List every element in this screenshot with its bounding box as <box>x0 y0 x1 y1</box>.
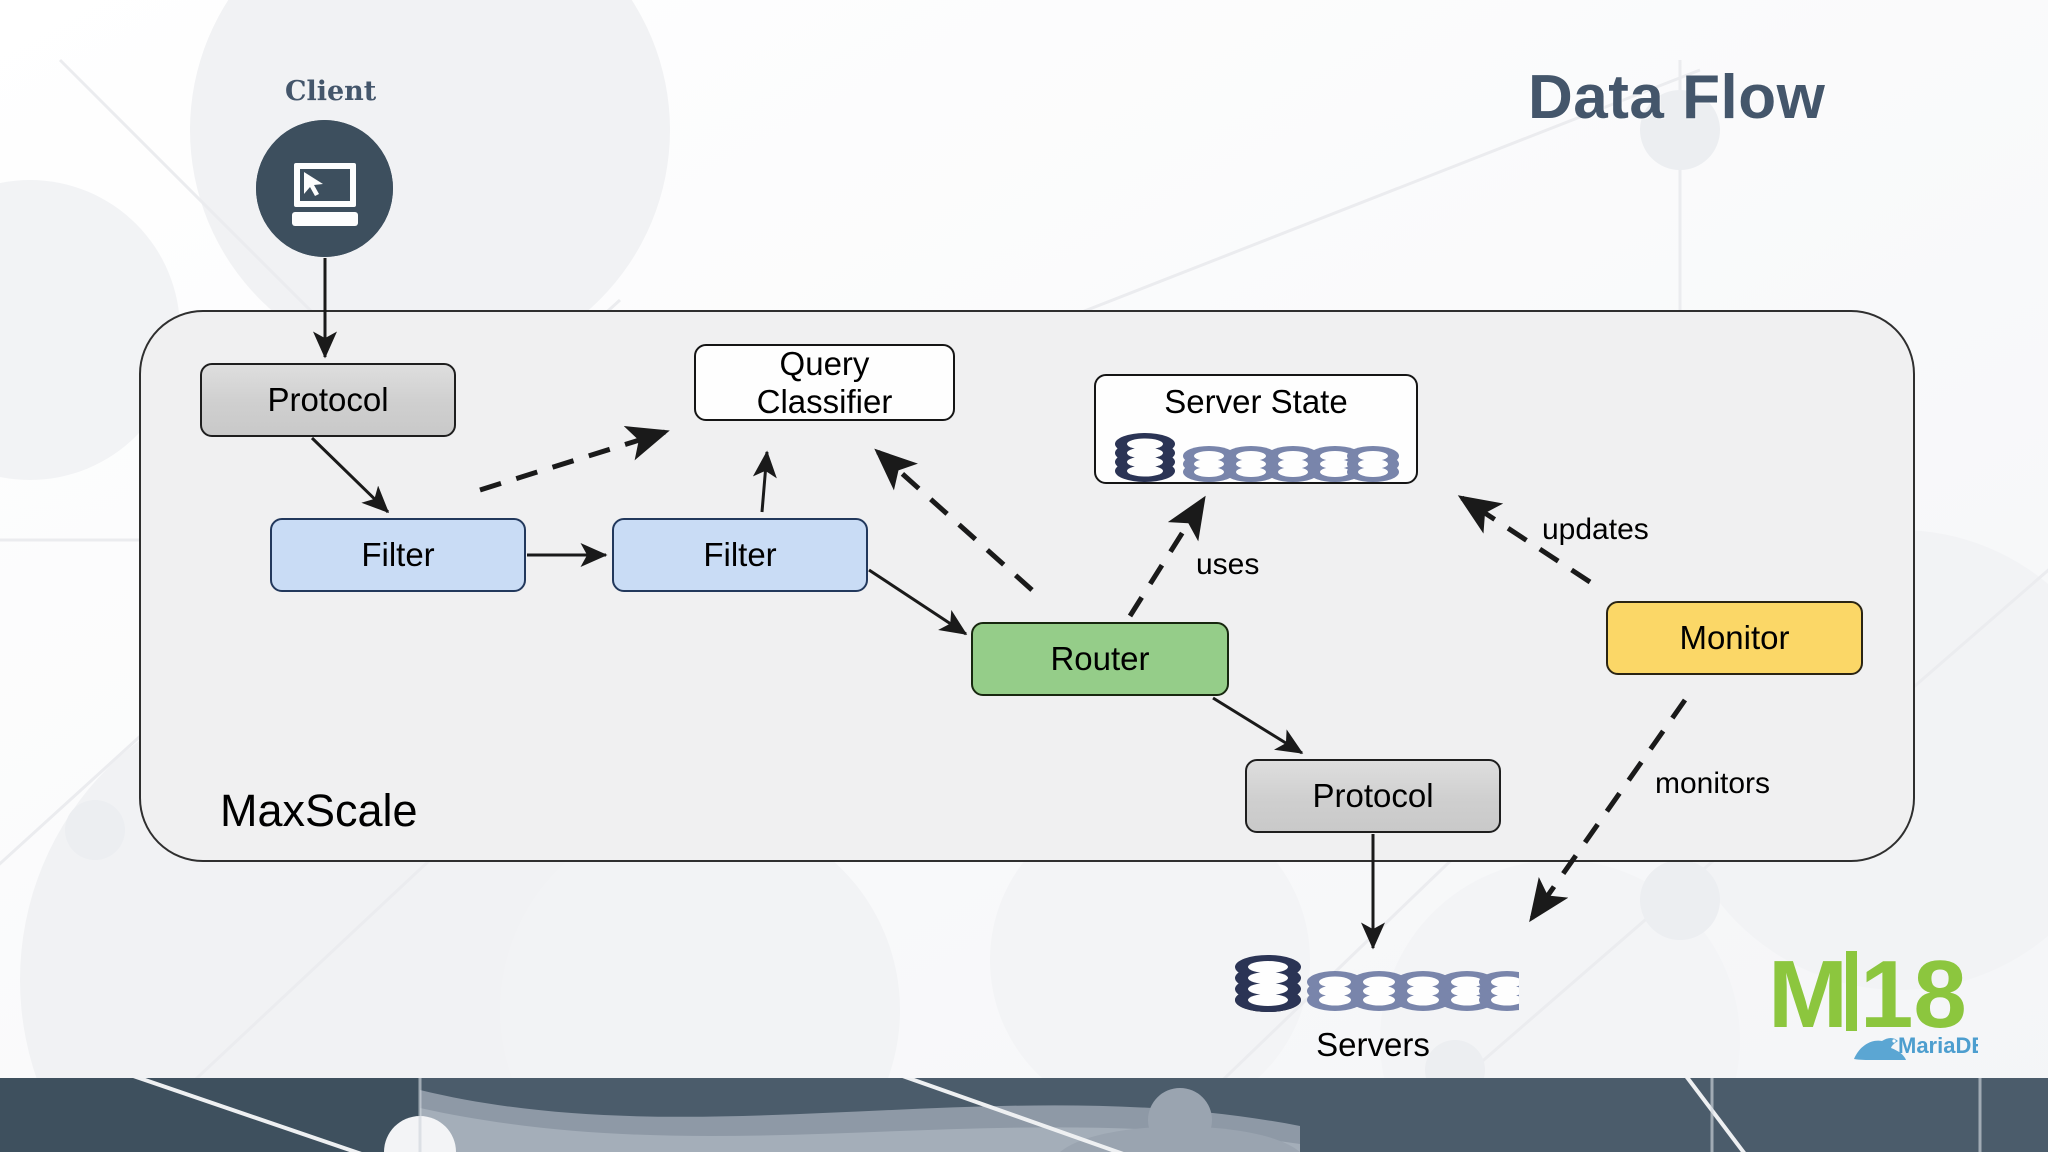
node-protocol-outbound[interactable]: Protocol <box>1245 759 1501 833</box>
server-state-database-stack-group <box>1115 430 1399 491</box>
node-label: Filter <box>703 536 777 574</box>
node-label: Protocol <box>1312 777 1434 815</box>
mariadb-seal-icon <box>1854 1038 1906 1060</box>
edge-label-updates: updates <box>1542 513 1649 546</box>
page-title: Data Flow <box>1528 63 1826 132</box>
replica-database-icons <box>1183 446 1399 482</box>
node-router[interactable]: Router <box>971 622 1229 696</box>
laptop-cursor-icon <box>256 120 393 257</box>
node-label: Router <box>1050 640 1150 678</box>
svg-text:18: 18 <box>1860 941 1967 1048</box>
server-state-label: Server State <box>1164 383 1348 420</box>
node-label: Filter <box>361 536 435 574</box>
logo-wordmark: M <box>1768 941 1848 1048</box>
primary-database-icon <box>1235 955 1301 1012</box>
node-filter-first[interactable]: Filter <box>270 518 526 592</box>
node-filter-second[interactable]: Filter <box>612 518 868 592</box>
primary-database-icon <box>1115 433 1175 482</box>
replica-database-icons <box>1307 971 1535 1011</box>
node-label-line-2: Classifier <box>756 382 893 420</box>
m18-mariadb-logo: M 18 MariaDB <box>1768 941 1987 1061</box>
edge-label-uses: uses <box>1196 548 1260 581</box>
node-protocol-inbound[interactable]: Protocol <box>200 363 456 437</box>
servers-label: Servers <box>1316 1026 1430 1063</box>
servers-database-stack-group <box>1235 948 1535 1025</box>
node-label-line-1: Query <box>779 344 870 382</box>
node-monitor[interactable]: Monitor <box>1606 601 1863 675</box>
maxscale-label: MaxScale <box>220 785 418 836</box>
footer-band <box>0 1078 2048 1152</box>
node-query-classifier[interactable]: Query Classifier <box>694 344 955 421</box>
node-label: Monitor <box>1679 619 1790 657</box>
logo-brand-text: MariaDB <box>1898 1033 1978 1058</box>
edge-label-monitors: monitors <box>1655 767 1771 800</box>
node-label: Protocol <box>267 381 389 419</box>
client-label: Client <box>285 76 377 107</box>
